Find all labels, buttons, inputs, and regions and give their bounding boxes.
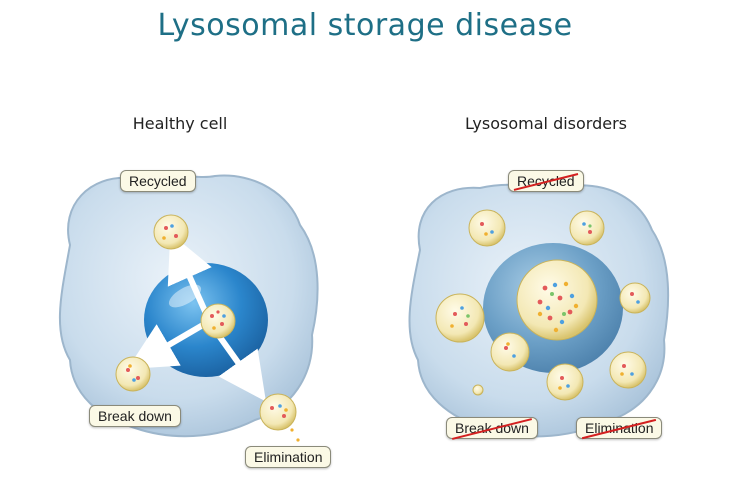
lysosome-d4	[490, 332, 530, 372]
lysosome-center	[200, 303, 236, 339]
disorder-cell	[408, 183, 670, 438]
lysosome-break-down	[115, 356, 151, 392]
label-break-down-healthy: Break down	[89, 405, 181, 427]
lysosome-d5	[619, 282, 651, 314]
label-text: Elimination	[254, 449, 323, 465]
label-recycled-healthy: Recycled	[120, 170, 196, 192]
lysosome-d7	[546, 363, 584, 401]
lysosome-d3	[435, 293, 485, 343]
healthy-cell	[58, 173, 319, 442]
label-elimination-healthy: Elimination	[245, 446, 332, 468]
diagram-title: Lysosomal storage disease	[157, 8, 573, 43]
label-text: Break down	[455, 420, 529, 436]
arrow-break-down	[127, 319, 210, 370]
label-text: Elimination	[585, 420, 654, 436]
label-text: Recycled	[517, 173, 575, 189]
lysosome-d8	[472, 384, 484, 396]
lysosome-d1	[468, 209, 506, 247]
healthy-cell-title: Healthy cell	[132, 114, 228, 133]
lysosome-recycled	[153, 214, 189, 250]
disorder-cell-title: Lysosomal disorders	[464, 114, 628, 133]
label-text: Break down	[98, 408, 172, 424]
label-recycled-disorder: Recycled	[508, 170, 584, 192]
label-text: Recycled	[129, 173, 187, 189]
lysosome-d6	[609, 351, 647, 389]
label-elimination-disorder: Elimination	[576, 417, 663, 440]
arrow-recycled	[167, 233, 212, 320]
lysosome-d2	[569, 210, 605, 246]
lysosome-elimination	[259, 393, 297, 431]
label-break-down-disorder: Break down	[446, 417, 538, 440]
lysosome-large	[516, 259, 598, 341]
